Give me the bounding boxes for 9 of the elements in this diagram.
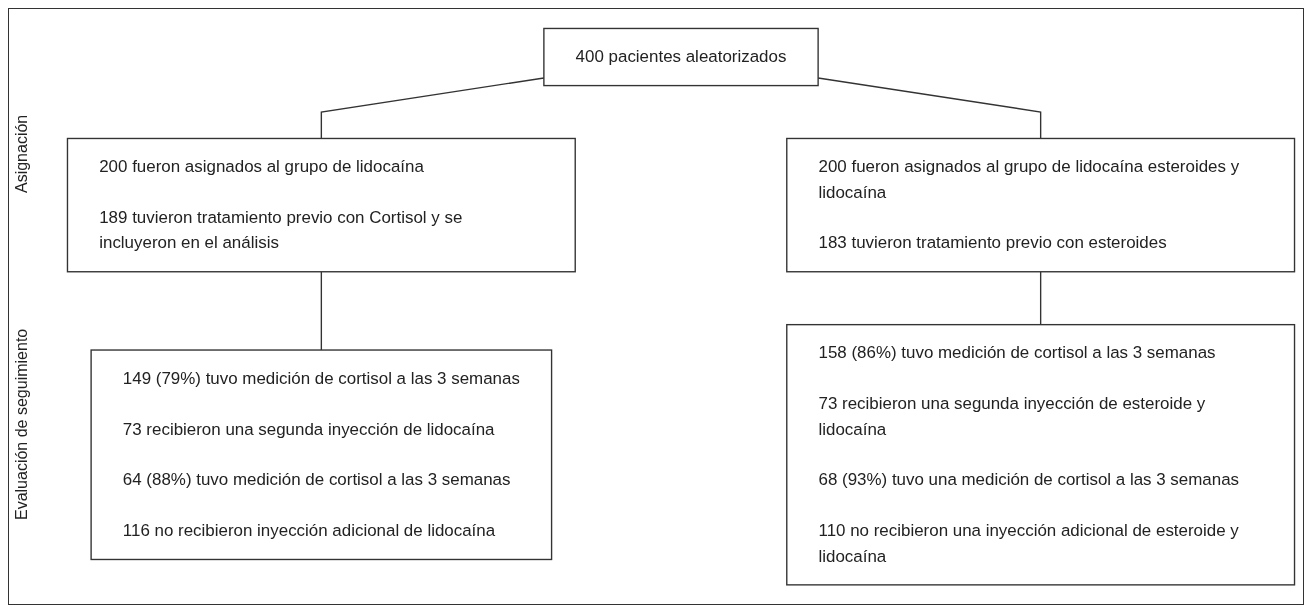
connector	[1039, 270, 1042, 326]
section-label: Asignación	[13, 113, 31, 196]
section-label: Evaluación de seguimiento	[13, 327, 31, 522]
node-box: 400 pacientes aleatorizados	[543, 27, 819, 87]
node-box: 149 (79%) tuvo medición de cortisol a las 3 semanas 73 recibieron una segunda inyección de lidocaína 64 (88%) tuvo medición de cortisol a las 3 semanas 116 no recibieron inyección adicional de lidocaína	[90, 349, 553, 560]
node-box: 200 fueron asignados al grupo de lidocaína 189 tuvieron tratamiento previo con Cortisol y se incluyeron en el análisis	[66, 137, 576, 273]
node-box: 158 (86%) tuvo medición de cortisol a las 3 semanas 73 recibieron una segunda inyección de esteroide y lidocaína 68 (93%) tuvo una medición de cortisol a las 3 semanas 110 no recibieron una inyección adicional de esteroide y lidocaína	[786, 323, 1296, 586]
connector	[320, 270, 323, 351]
node-box: 200 fueron asignados al grupo de lidocaína esteroides y lidocaína 183 tuvieron tratamiento previo con esteroides	[786, 137, 1296, 273]
